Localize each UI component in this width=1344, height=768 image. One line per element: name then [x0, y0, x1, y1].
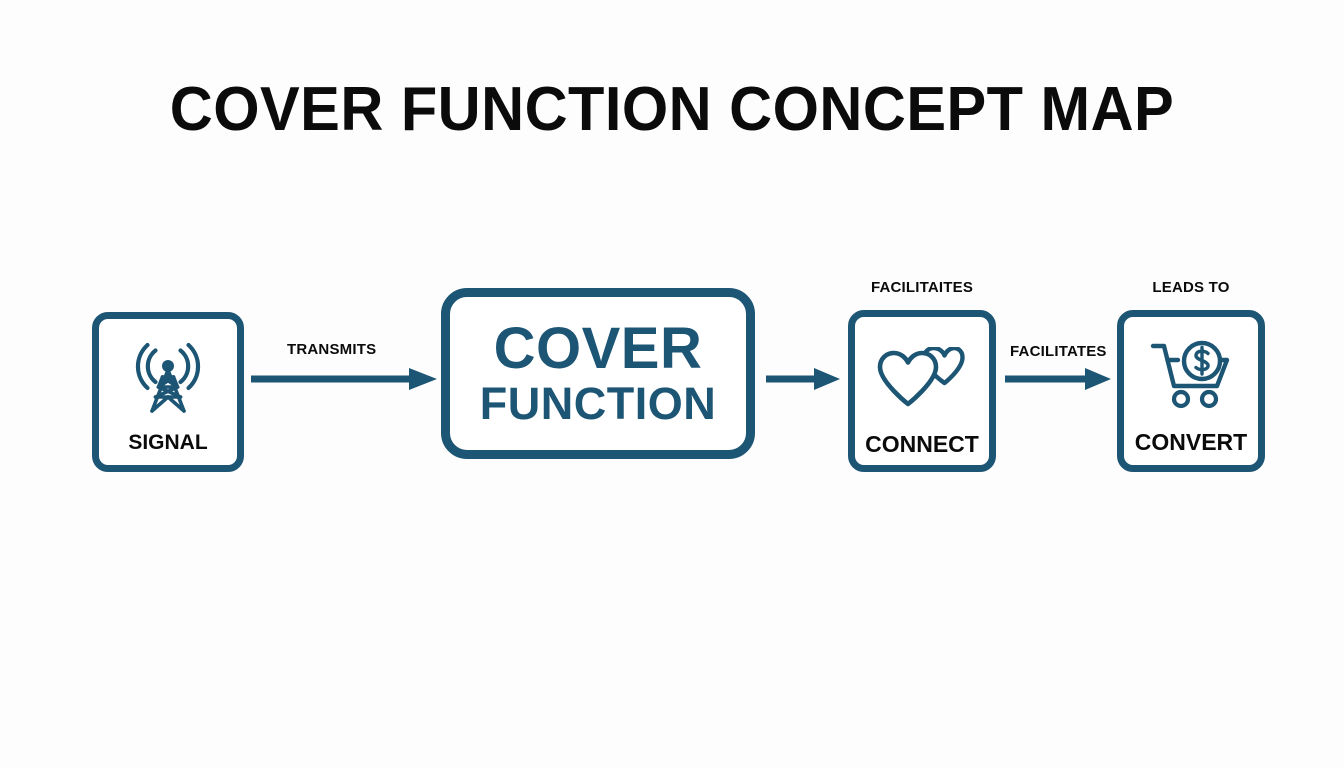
- arrow-cover-to-connect: [766, 368, 840, 395]
- shopping-cart-dollar-icon: [1147, 339, 1235, 411]
- node-cover-function-label-primary: COVER: [493, 315, 703, 381]
- node-convert-label: CONVERT: [1134, 429, 1248, 455]
- two-hearts-icon: [875, 347, 969, 409]
- arrow-signal-to-cover: [251, 368, 437, 395]
- arrow-connect-to-convert: [1005, 368, 1111, 395]
- edge-label-transmits: TRANSMITS: [287, 341, 377, 358]
- node-convert[interactable]: CONVERT: [1117, 310, 1265, 472]
- node-signal[interactable]: SIGNAL: [92, 312, 244, 472]
- edge-label-facilitates: FACILITATES: [1010, 343, 1107, 360]
- node-connect-label: CONNECT: [865, 431, 979, 457]
- page-title: COVER FUNCTION CONCEPT MAP: [169, 75, 1175, 144]
- node-cover-function-label-secondary: FUNCTION: [479, 377, 717, 429]
- broadcast-tower-icon: [129, 341, 207, 415]
- node-connect[interactable]: CONNECT: [848, 310, 996, 472]
- edge-label-facilitaites: FACILITAITES: [870, 279, 974, 296]
- node-cover-function[interactable]: COVER FUNCTION: [441, 288, 755, 459]
- edge-label-leads-to: LEADS TO: [1152, 279, 1230, 296]
- node-signal-label: SIGNAL: [128, 431, 208, 454]
